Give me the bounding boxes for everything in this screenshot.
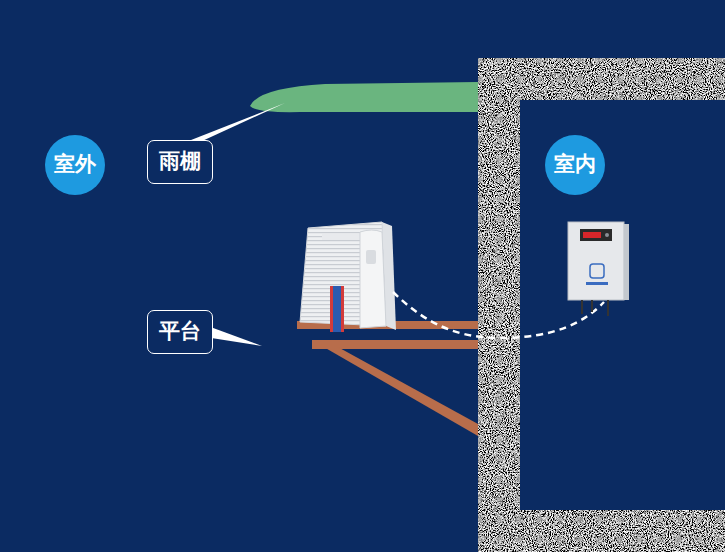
region-badge: 室内 <box>545 135 605 195</box>
canopy <box>250 82 478 112</box>
controller-box <box>568 222 629 316</box>
outdoor-unit <box>300 222 396 332</box>
node-text: 平台 <box>159 319 201 344</box>
leader-line <box>186 103 285 142</box>
callout-label: 平台 <box>147 310 213 354</box>
node-text: 室外 <box>54 152 96 177</box>
node-text: 室内 <box>554 152 596 177</box>
node-text: 雨棚 <box>159 149 201 174</box>
platform-bracket <box>297 321 478 436</box>
leader-line <box>205 325 262 346</box>
callout-label: 雨棚 <box>147 140 213 184</box>
region-badge: 室外 <box>45 135 105 195</box>
